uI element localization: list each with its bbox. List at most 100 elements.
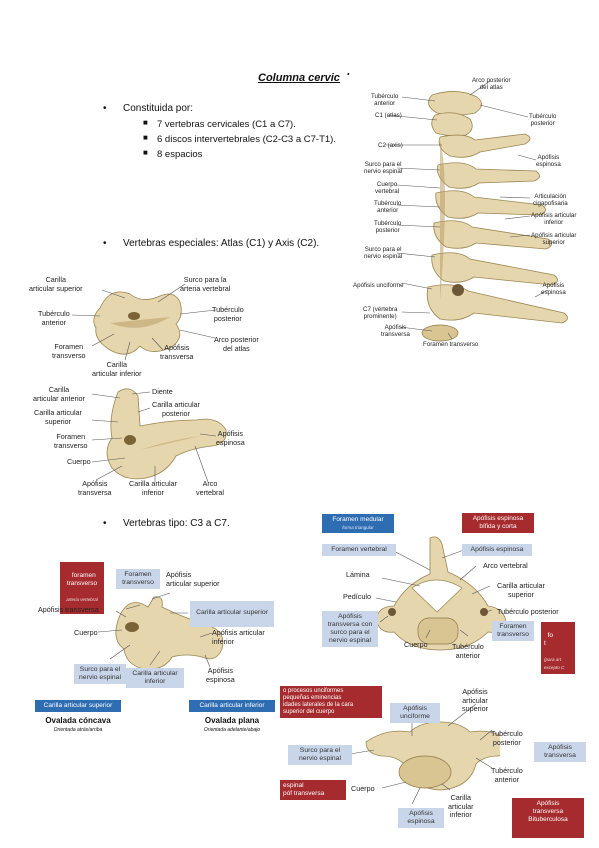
list-item: ■ 6 discos intervertebrales (C2-C3 a C7-… [143,133,336,145]
label-apofisis-articular-superior: Apófisis articular superior [531,232,577,246]
label-apofisis-transversa: Apófisis transversa [381,324,410,338]
square-bullet-icon: ■ [143,118,148,127]
label-carilla-articular-inferior: Carilla articular inferior [448,793,474,819]
blue-box-surco-nervio: Surco para el nervio espinal [74,664,126,684]
label-tuberculo-anterior: Tubérculo anterior [371,93,399,107]
label-arco-posterior-atlas: Arco posterior del atlas [472,77,511,91]
blue-box-apofisis-unciforme: Apófisis unciforme [390,703,440,723]
axis-label-apofisis-transversa: Apófisis transversa [78,479,112,497]
red-edge-subtext: (para art excepto C cervic [544,657,565,674]
blue-box-foramen-vertebral: Foramen vertebral [322,544,396,556]
dark-blue-box-carilla-superior: Carilla articular superior [35,700,121,712]
axis-label-carilla-posterior: Carilla articular posterior [152,400,200,418]
bullet-text: Vertebras especiales: Atlas (C1) y Axis … [123,238,320,249]
bullet-dot-icon: • [103,518,107,529]
label-cuerpo: Cuerpo [351,784,375,793]
list-item-text: 7 vertebras cervicales (C1 a C7). [157,119,296,130]
label-foramen-transverso: Foramen transverso [423,341,479,348]
blue-box-foramen-transverso: Foramen transverso [492,621,534,641]
label-c1: C1 (atlas) [375,112,402,119]
label-apofisis-espinosa-2: Apófisis espinosa [541,282,566,296]
label-tuberculo-posterior: Tubérculo posterior [529,113,557,127]
label-apofisis-espinosa: Apófisis espinosa [536,154,561,168]
axis-label-arco-vertebral: Arco vertebral [196,479,224,497]
label-c2: C2 (axis) [378,142,403,149]
bullet-tipo: • Vertebras tipo: C3 a C7. [103,518,230,529]
label-tuberculo-posterior-2: Tubérculo posterior [374,220,402,234]
axis-label-apofisis-espinosa: Apófisis espinosa [216,429,245,447]
caption-orientada-atras: Orientada atrás/arriba [53,727,103,733]
list-item: ■ 8 espacios [143,148,203,160]
label-tuberculo-anterior-2: Tubérculo anterior [374,200,402,214]
blue-box-carilla-superior: Carilla articular superior [190,601,274,627]
label-cuerpo: Cuerpo [404,640,428,649]
caption-ovalada-plana: Ovalada plana [204,716,260,725]
dark-blue-box-foramen-medular: Foramen medular forma triangular [322,514,394,533]
atlas-label-carilla-inferior: Carilla articular inferior [92,360,142,378]
red-box-apofisis-espinosa: Apófisis espinosa bífida y corta [462,513,534,533]
blue-box-surco-nervio: Surco para el nervio espinal [288,745,352,765]
superior-vertebra-illustration [375,536,507,651]
label-tuberculo-posterior: Tubérculo posterior [491,729,523,747]
axis-label-carilla-anterior: Carilla articular anterior [33,385,85,403]
label-apofisis-articular-inferior: Apófisis articular inferior [212,628,265,646]
label-carilla-articular-superior: Carilla articular superior [497,581,545,599]
label-apofisis-espinosa: Apófisis espinosa [206,666,235,684]
atlas-label-foramen: Foramen transverso [52,342,86,360]
label-apofisis-articular-superior: Apófisis articular superior [462,687,488,713]
blue-box-apofisis-espinosa: Apófisis espinosa [398,808,444,828]
label-apofisis-articular-superior: Apófisis articular superior [166,570,220,588]
label-articulacion-cigapofisaria: Articulación cigapofisaria [533,193,568,207]
atlas-label-carilla-superior: Carilla articular superior [29,275,83,293]
label-pediculo: Pedículo [343,592,371,601]
blue-box-apofisis-transversa: Apófisis transversa [534,742,586,762]
atlas-label-surco-arteria: Surco para la arteria vertebral [180,275,231,293]
red-box-subtext: arteria vertebral [66,597,98,602]
red-box-apofisis-bituberculosa: Apófisis transversa Bituberculosa [512,798,584,838]
label-tuberculo-anterior: Tubérculo anterior [452,642,484,660]
axis-label-carilla-inferior: Carilla articular inferior [129,479,177,497]
label-lamina: Lámina [346,570,370,579]
atlas-label-arco-posterior: Arco posterior del atlas [214,335,259,353]
red-box-procesos-unciformes: o procesos unciformes pequeñas eminencia… [280,686,382,718]
lateral-vertebra-illustration [97,592,224,670]
blue-box-foramen-transverso: Foramen transverso [116,569,160,589]
bullet-text: Vertebras tipo: C3 a C7. [123,518,230,529]
blue-box-apofisis-espinosa: Apófisis espinosa [462,544,532,556]
label-c7: C7 (vértebra prominente) [363,306,398,320]
red-box-text: foramen transverso [66,572,98,587]
bullet-dot-icon: • [103,238,107,249]
page-title: Columna cervical [258,72,350,84]
axis-label-foramen: Foramen transverso [54,432,88,450]
axis-label-carilla-superior: Carilla articular superior [34,408,82,426]
axis-illustration [91,388,227,483]
square-bullet-icon: ■ [143,133,148,142]
red-box-espinal: espinal póf transversa [280,780,346,800]
bullet-constituida: • Constituida por: [103,103,194,114]
label-arco-vertebral: Arco vertebral [483,561,528,570]
red-box-edge-clipped: fo t (para art excepto C cervic [541,622,575,674]
axis-label-diente: Diente [152,387,173,396]
label-tuberculo-posterior: Tubérculo posterior [497,607,559,616]
box-title: Foramen medular [332,516,384,523]
bullet-text: Constituida por: [123,103,194,114]
box-subtitle: forma triangular [342,524,374,530]
frontal-vertebra-illustration [350,703,500,805]
list-item-text: 6 discos intervertebrales (C2-C3 a C7-T1… [157,134,336,145]
caption-ovalada-concava: Ovalada cóncava [45,716,111,725]
label-apofisis-articular-inferior: Apófisis articular inferior [531,212,577,226]
axis-label-cuerpo: Cuerpo [67,457,91,466]
label-tuberculo-anterior: Tubérculo anterior [491,766,523,784]
atlas-illustration [71,283,217,361]
label-apofisis-unciforme: Apófisis unciforme [353,282,404,289]
square-bullet-icon: ■ [143,148,148,157]
foramen-hole [452,284,464,296]
list-item-text: 8 espacios [157,149,203,160]
atlas-label-tuberculo-posterior: Tubérculo posterior [212,305,244,323]
label-surco-nervio-1: Surco para el nervio espinal [364,161,403,175]
list-item: ■ 7 vertebras cervicales (C1 a C7). [143,118,296,130]
cervical-spine-illustration [340,75,575,350]
bullet-dot-icon: • [103,103,107,114]
bullet-especiales: • Vertebras especiales: Atlas (C1) y Axi… [103,238,320,249]
label-surco-nervio-2: Surco para el nervio espinal [364,246,403,260]
